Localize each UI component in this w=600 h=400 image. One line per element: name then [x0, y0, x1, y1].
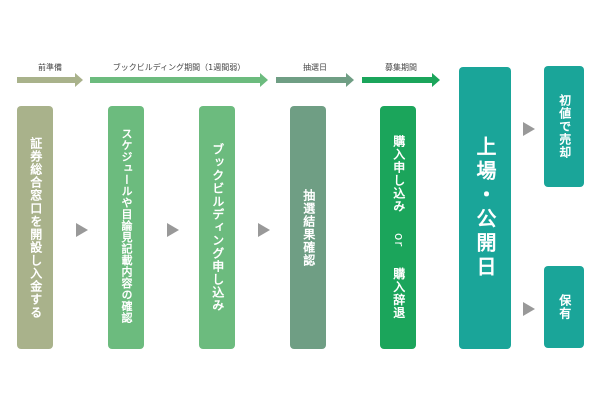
phase-label: ブックビルディング期間（1週間弱） [112, 63, 246, 72]
step-lottery-result: 抽選結果確認 [290, 106, 326, 349]
phase-arrow [90, 73, 268, 87]
or-text: or [391, 233, 406, 248]
step-purchase-decision: 購入申し込み or 購入辞退 [380, 106, 416, 349]
phase-arrow [276, 73, 354, 87]
step-bookbuilding-apply: ブックビルディング申し込み [199, 106, 235, 349]
phase-label: 抽選日 [303, 63, 327, 72]
phase-prep: 前準備 [17, 62, 83, 88]
flow-arrow-icon [523, 301, 535, 320]
phase-lottery: 抽選日 [276, 62, 354, 88]
step-check-schedule: スケジュールや目論見記載内容の確認 [108, 106, 144, 349]
flow-arrow-icon [258, 222, 270, 241]
step-label: ブックビルディング申し込み [210, 143, 225, 312]
phase-arrow [362, 73, 440, 87]
step-label: 保有 [557, 294, 572, 320]
step-open-account: 証券総合窓口を開設し入金する [17, 106, 53, 349]
outcome-hold: 保有 [544, 266, 584, 348]
flow-arrow-icon [76, 222, 88, 241]
phase-arrow [17, 73, 83, 87]
step-label: 抽選結果確認 [301, 188, 316, 267]
flow-arrow-icon [167, 222, 179, 241]
phase-bookbuilding: ブックビルディング期間（1週間弱） [90, 62, 268, 88]
phase-label: 募集期間 [385, 63, 417, 72]
step-label: 上場・公開日 [473, 136, 497, 280]
purchase-apply-text: 購入申し込み [391, 135, 406, 214]
phase-label: 前準備 [38, 63, 62, 72]
step-label: 購入申し込み or 購入辞退 [390, 135, 406, 319]
outcome-sell-initial-price: 初値で売却 [544, 66, 584, 187]
step-label: 証券総合窓口を開設し入金する [28, 136, 43, 319]
flow-arrow-icon [523, 121, 535, 140]
phase-offering: 募集期間 [362, 62, 440, 88]
step-listing-day: 上場・公開日 [459, 67, 511, 349]
purchase-decline-text: 購入辞退 [391, 267, 406, 320]
step-label: スケジュールや目論見記載内容の確認 [119, 127, 133, 324]
step-label: 初値で売却 [557, 94, 572, 159]
